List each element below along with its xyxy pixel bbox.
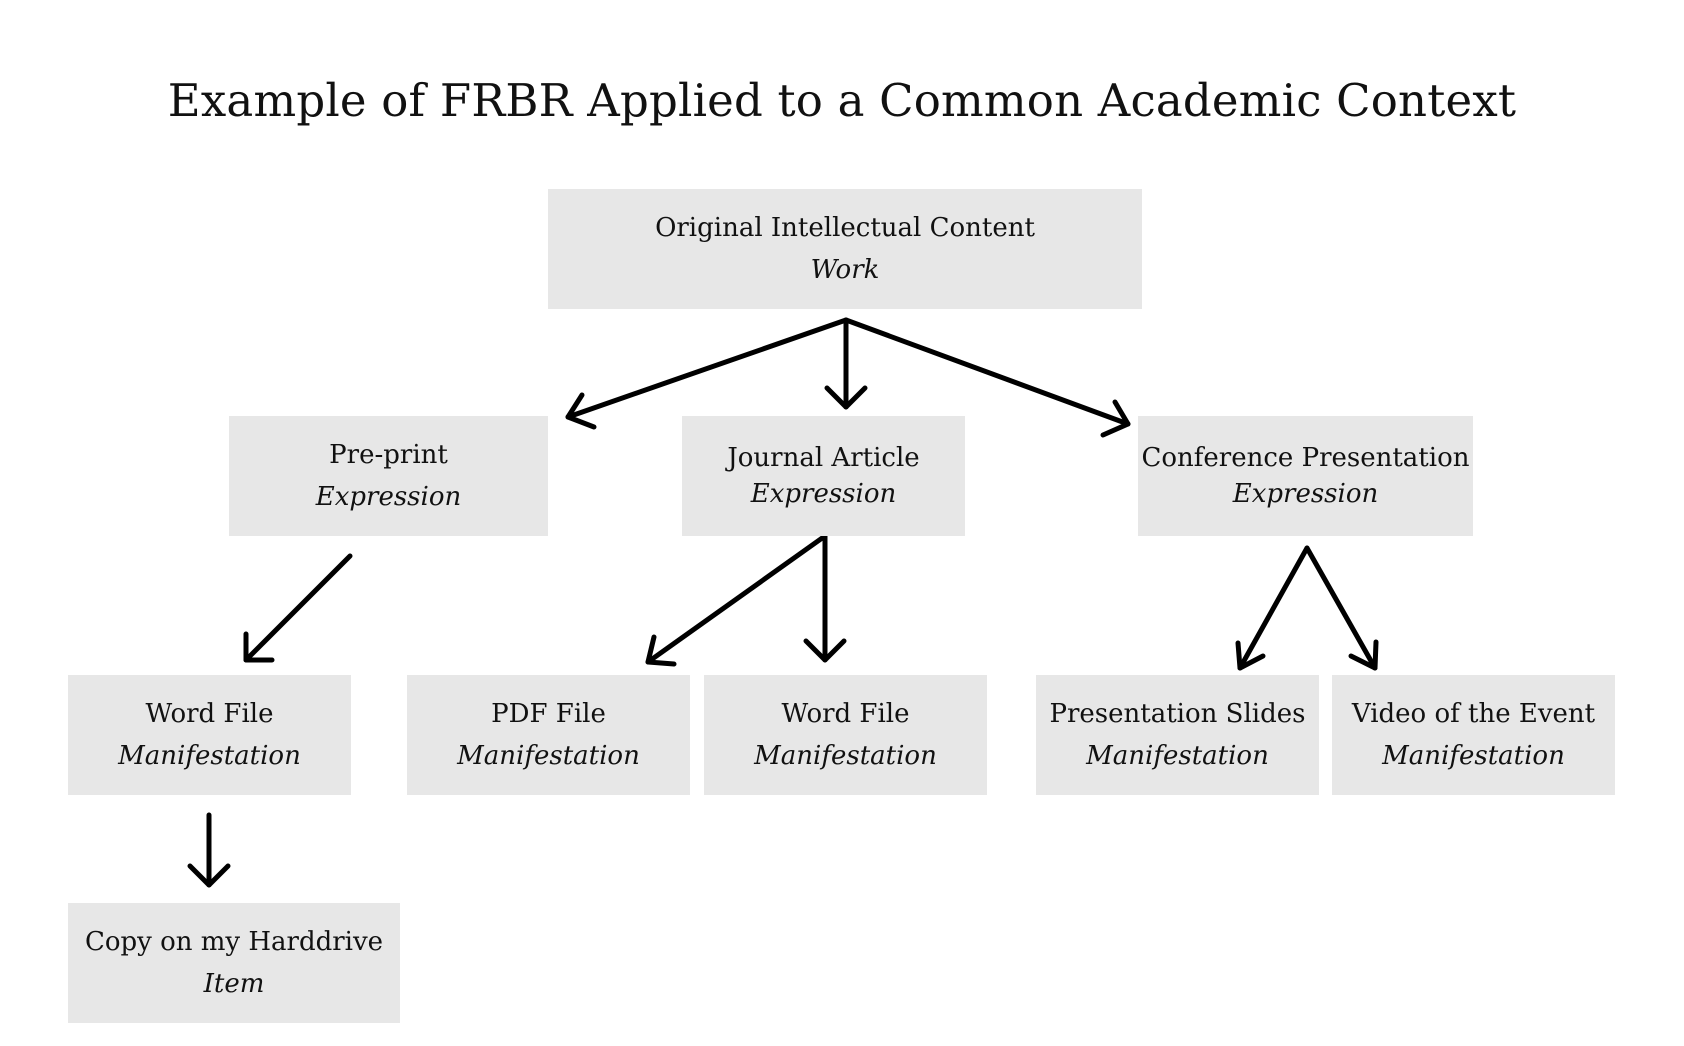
node-word-file-preprint-name: Word File xyxy=(145,698,274,729)
node-pdf-file-name: PDF File xyxy=(491,698,606,729)
node-word-file-preprint: Word File Manifestation xyxy=(68,675,351,795)
node-presentation-slides-level: Manifestation xyxy=(1086,741,1269,771)
node-work-name: Original Intellectual Content xyxy=(655,212,1035,243)
node-journal-article-name: Journal Article xyxy=(727,442,920,473)
node-presentation-slides: Presentation Slides Manifestation xyxy=(1036,675,1319,795)
node-word-file-preprint-level: Manifestation xyxy=(118,741,301,771)
node-work-level: Work xyxy=(810,255,880,285)
arrow-work-to-preprint xyxy=(565,317,849,430)
node-preprint-level: Expression xyxy=(315,482,462,512)
node-word-file-article: Word File Manifestation xyxy=(704,675,987,795)
arrow-journal-article-to-word-file xyxy=(803,533,847,663)
node-conference-presentation: Conference Presentation Expression xyxy=(1138,416,1473,536)
arrow-work-to-journal-article xyxy=(824,317,868,410)
node-work: Original Intellectual Content Work xyxy=(548,189,1142,309)
node-pdf-file-level: Manifestation xyxy=(457,741,640,771)
node-word-file-article-name: Word File xyxy=(781,698,910,729)
node-pdf-file: PDF File Manifestation xyxy=(407,675,690,795)
node-preprint-name: Pre-print xyxy=(329,439,448,470)
node-video-of-event: Video of the Event Manifestation xyxy=(1332,675,1615,795)
node-word-file-article-level: Manifestation xyxy=(754,741,937,771)
arrow-conference-to-video xyxy=(1304,545,1379,671)
node-copy-on-harddrive-level: Item xyxy=(203,969,265,999)
node-copy-on-harddrive-name: Copy on my Harddrive xyxy=(84,926,384,957)
node-preprint: Pre-print Expression xyxy=(229,416,548,536)
node-copy-on-harddrive: Copy on my Harddrive Item xyxy=(68,903,400,1023)
arrow-word-file-to-copy xyxy=(187,812,231,888)
diagram-title: Example of FRBR Applied to a Common Acad… xyxy=(167,74,1517,127)
arrow-conference-to-presentation-slides xyxy=(1235,545,1310,671)
arrow-preprint-to-word-file xyxy=(243,553,353,663)
node-video-of-event-level: Manifestation xyxy=(1382,741,1565,771)
node-journal-article: Journal Article Expression xyxy=(682,416,965,536)
node-journal-article-level: Expression xyxy=(750,479,897,509)
node-presentation-slides-name: Presentation Slides xyxy=(1049,698,1306,729)
node-conference-presentation-level: Expression xyxy=(1232,479,1379,509)
arrow-journal-article-to-pdf-file xyxy=(645,533,828,667)
node-conference-presentation-name: Conference Presentation xyxy=(1141,442,1470,473)
node-video-of-event-name: Video of the Event xyxy=(1351,698,1596,729)
